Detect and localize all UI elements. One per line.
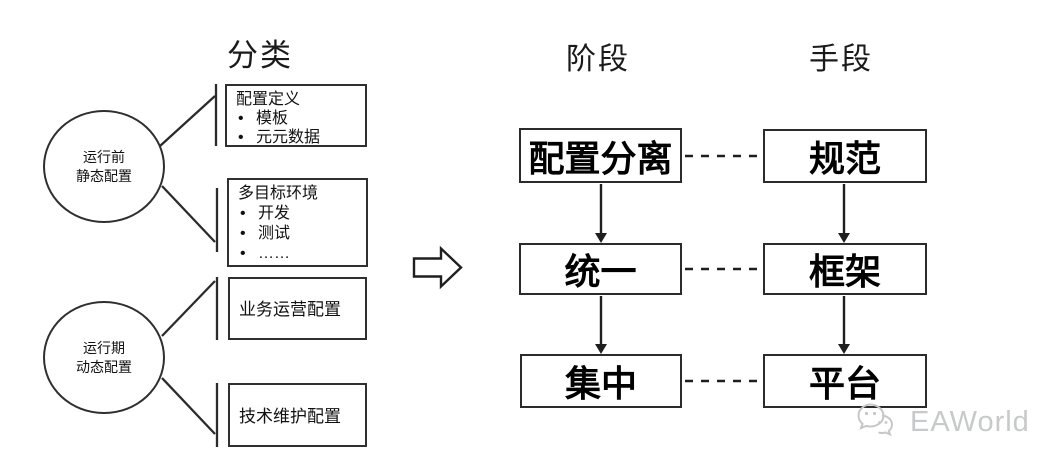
bullet-text: 测试 — [258, 225, 291, 242]
box-title: 配置定义 — [236, 91, 301, 108]
bullet-item: • 元元数据 — [236, 128, 359, 147]
title-classification: 分类 — [227, 38, 293, 73]
bullet-dot: • — [240, 205, 246, 222]
connector-line — [161, 185, 216, 243]
arrow-head — [838, 344, 850, 354]
bullet-text: …… — [258, 245, 290, 262]
bullet-item: • 开发 — [238, 204, 360, 224]
bullet-item: • …… — [238, 244, 360, 264]
bullet-dot: • — [240, 245, 246, 262]
title-means: 手段 — [809, 43, 873, 76]
stage-label: 集中 — [564, 363, 637, 404]
means-label: 框架 — [808, 251, 881, 292]
circle-label: 运行前 静态配置 — [76, 148, 132, 184]
bullet-text: 开发 — [258, 205, 291, 222]
means-box-platform: 平台 — [763, 354, 927, 408]
arrow-head — [595, 344, 607, 354]
box-technical-maintenance-config: 技术维护配置 — [228, 383, 367, 447]
bullet-item: • 模板 — [236, 109, 359, 128]
wechat-icon — [857, 403, 894, 437]
box-title: 业务运营配置 — [239, 300, 341, 319]
right-block-arrow-icon — [412, 245, 463, 290]
arrow-head — [838, 233, 850, 243]
bullet-text: 模板 — [256, 110, 289, 127]
stage-box-centralize: 集中 — [520, 354, 682, 408]
bullet-dot: • — [238, 110, 244, 127]
circle-pre-run-static-config: 运行前 静态配置 — [43, 110, 165, 223]
means-box-framework: 框架 — [763, 243, 927, 295]
box-business-operation-config: 业务运营配置 — [228, 277, 367, 340]
stage-box-config-separation: 配置分离 — [519, 128, 682, 183]
bullet-dot: • — [240, 225, 246, 242]
box-config-definition: 配置定义 • 模板 • 元元数据 — [225, 84, 367, 147]
title-stage: 阶段 — [566, 43, 630, 76]
dashed-links — [685, 154, 761, 383]
watermark: EAWorld — [856, 401, 1030, 443]
bullet-item: • 测试 — [238, 224, 360, 244]
circle1-connectors — [159, 84, 219, 252]
circle2-connectors — [161, 277, 219, 447]
arrow-head — [595, 233, 607, 243]
stage-label: 统一 — [564, 251, 637, 292]
box-title: 多目标环境 — [238, 185, 319, 202]
connector-line — [161, 280, 216, 337]
stage-box-unify: 统一 — [519, 243, 682, 295]
connector-line — [161, 377, 216, 435]
means-label: 规范 — [808, 138, 881, 179]
connector-line — [159, 95, 216, 147]
circle-label: 运行期 动态配置 — [76, 339, 132, 375]
box-multi-target-env: 多目标环境 • 开发 • 测试 • …… — [227, 178, 368, 267]
bullet-dot: • — [238, 129, 244, 146]
box-title: 技术维护配置 — [239, 406, 341, 426]
stage-label: 配置分离 — [528, 137, 673, 179]
circle-runtime-dynamic-config: 运行期 动态配置 — [43, 301, 165, 414]
means-label: 平台 — [808, 363, 881, 404]
watermark-text: EAWorld — [910, 405, 1030, 438]
flow-down-arrows — [595, 184, 850, 354]
means-box-specification: 规范 — [763, 129, 927, 183]
bullet-text: 元元数据 — [256, 129, 321, 146]
